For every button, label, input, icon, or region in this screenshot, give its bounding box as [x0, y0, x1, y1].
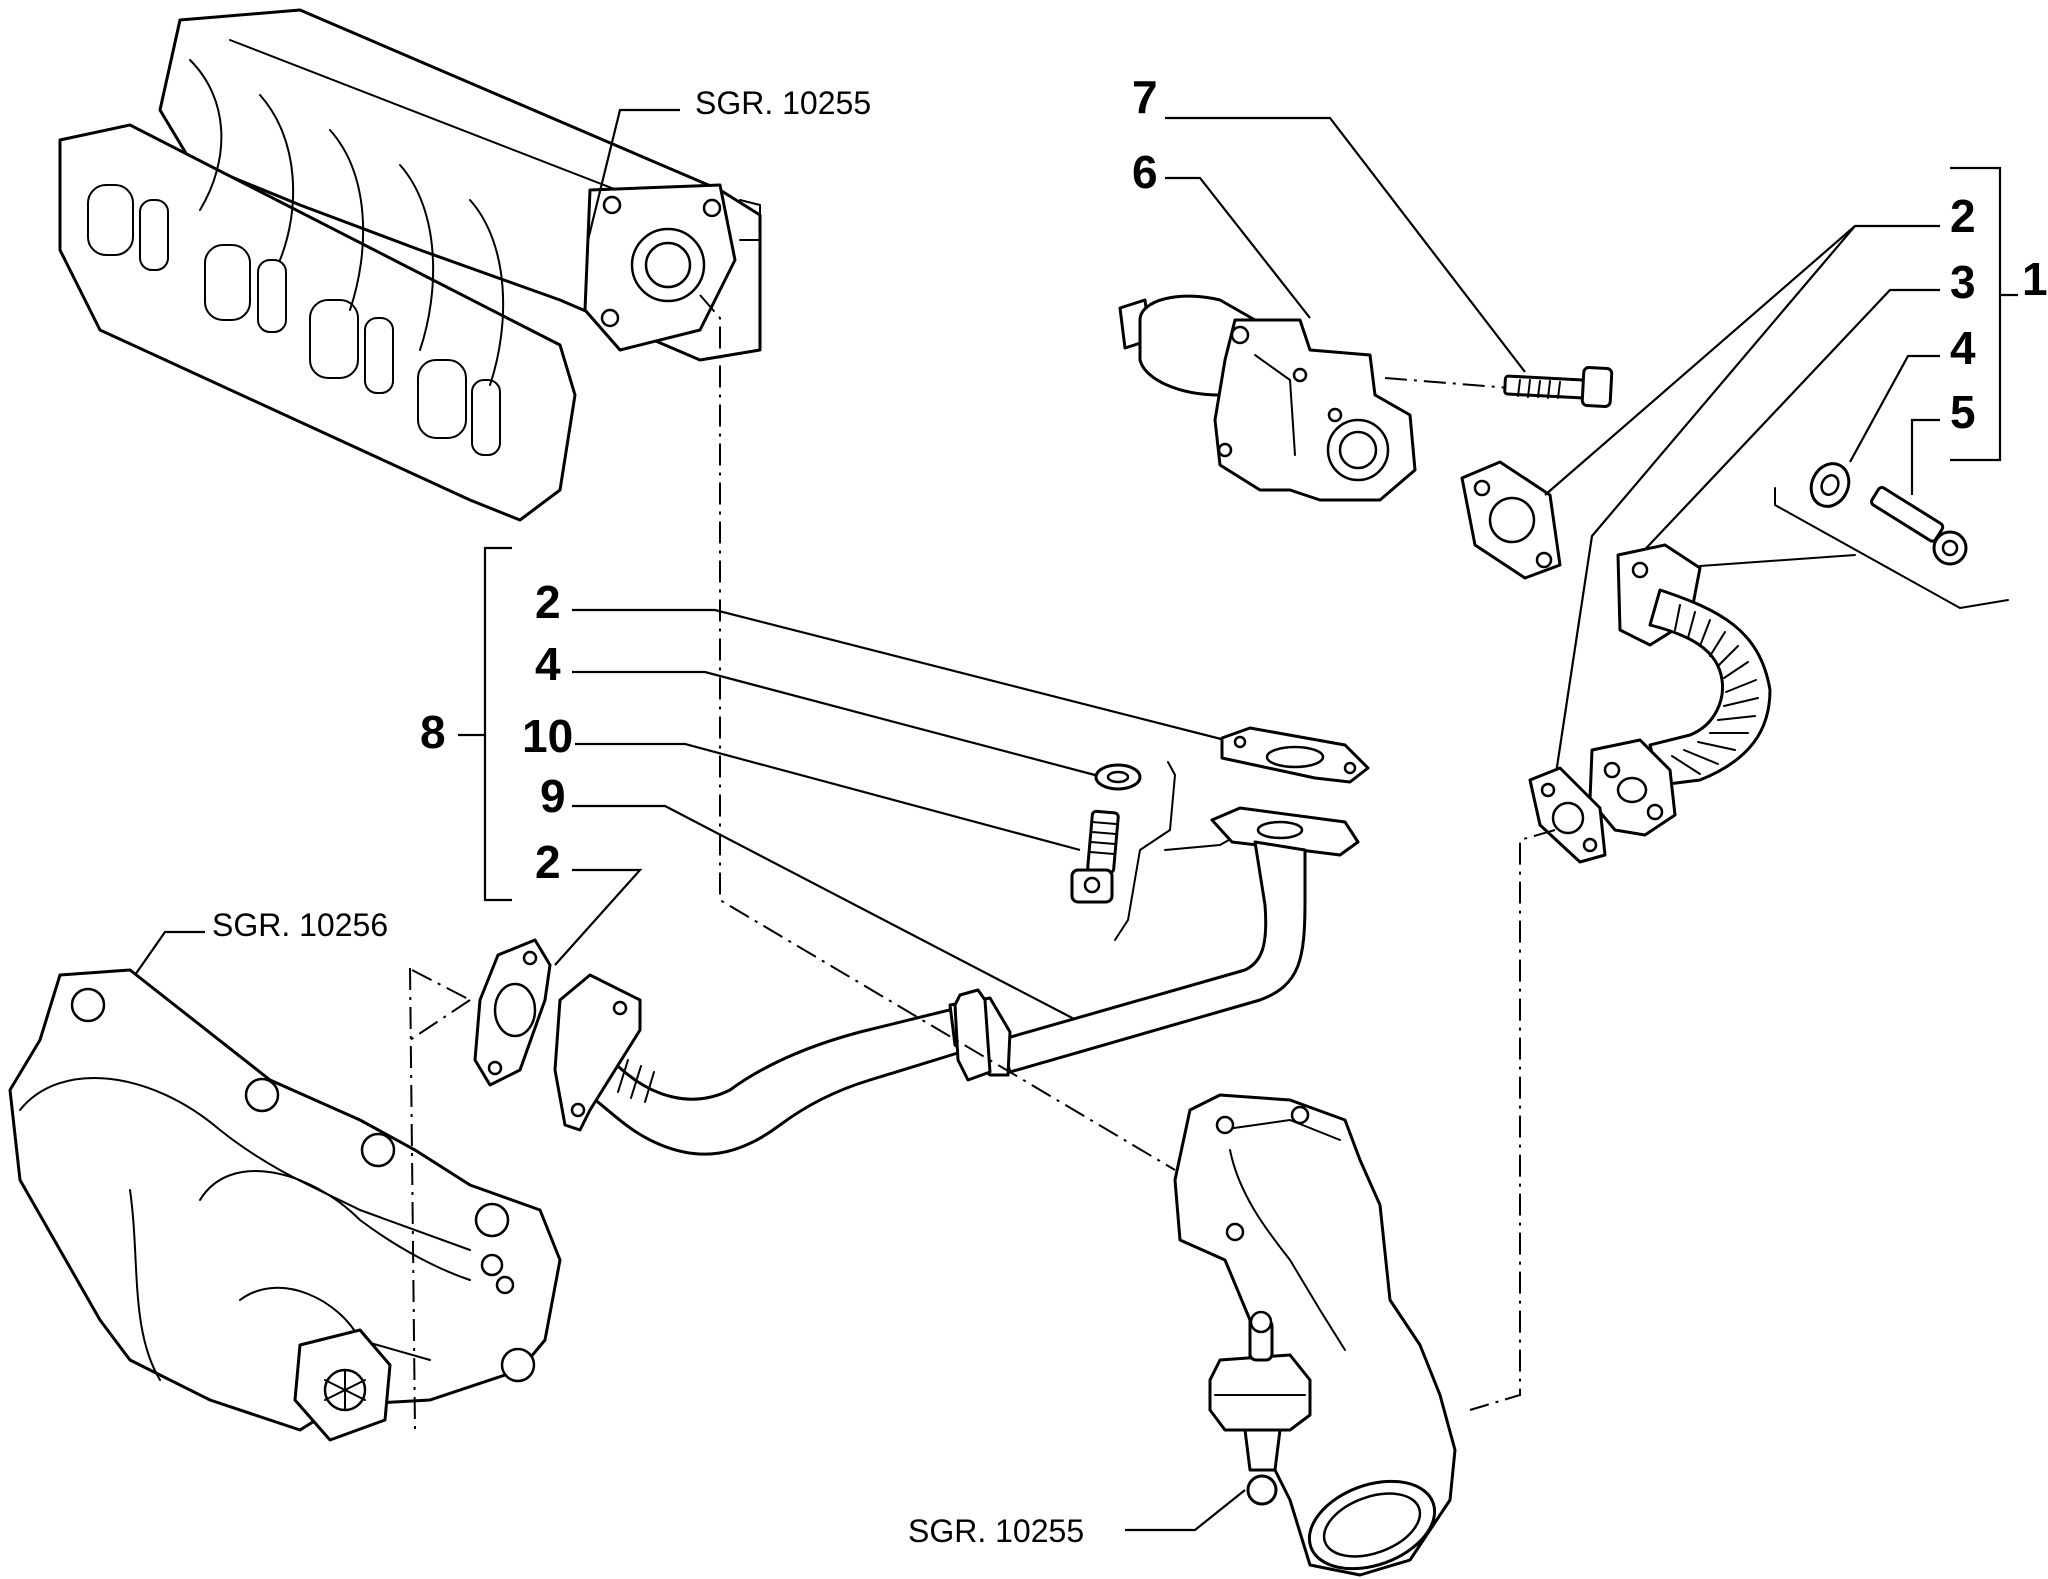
- axis-valve-bolt: [1384, 377, 1511, 389]
- leader-3: [1634, 288, 1940, 561]
- flexible-pipe-3-drawing: [1588, 543, 1772, 837]
- exhaust-manifold-drawing: [8, 968, 562, 1442]
- gasket-2-right-drawing: [1528, 766, 1607, 864]
- egr-pipe-9-drawing: [553, 806, 1360, 1156]
- axis-intake-to-body: [699, 294, 1176, 1171]
- connector-flange-bracket: [1114, 761, 1176, 941]
- leader-2-low: [554, 868, 643, 966]
- axis-gasket-left-2: [409, 999, 471, 1041]
- bolt-7-drawing: [1503, 366, 1614, 408]
- egr-valve-drawing: [1118, 294, 1417, 502]
- leader-2-top-a: [1544, 224, 1940, 496]
- callout-4-top: 4: [1950, 322, 1976, 374]
- callout-2-top: 2: [1950, 190, 1976, 242]
- intake-manifold-drawing: [58, 8, 762, 522]
- callout-2-mid: 2: [535, 576, 561, 628]
- callout-1: 1: [2022, 253, 2048, 305]
- leader-6: [1165, 176, 1311, 319]
- gasket-2-upper-drawing: [1460, 460, 1562, 580]
- callout-5: 5: [1950, 386, 1976, 438]
- callout-2-low: 2: [535, 836, 561, 888]
- ref-exhaust-manifold: SGR. 10256: [212, 907, 388, 943]
- callout-6: 6: [1132, 146, 1158, 198]
- gasket-2-lower-drawing: [473, 938, 552, 1087]
- leader-exhaust-ref: [134, 930, 205, 976]
- leader-intake-ref: [586, 108, 680, 241]
- leader-body-ref: [1125, 1489, 1246, 1532]
- leader-4-top: [1849, 354, 1940, 463]
- egr-pipe-body-drawing: [1173, 1093, 1457, 1577]
- washer-4-upper-drawing: [1809, 462, 1851, 508]
- bracket-group-1: [1950, 166, 2002, 462]
- callout-9: 9: [540, 770, 566, 822]
- leader-9: [572, 804, 1081, 1023]
- bolt-10-drawing: [1070, 809, 1120, 904]
- callout-7: 7: [1132, 71, 1158, 123]
- leader-2-top-b: [1553, 225, 1856, 781]
- callout-3: 3: [1950, 256, 1976, 308]
- bolt-5-drawing: [1870, 485, 1968, 566]
- gasket-2-mid-drawing: [1220, 726, 1370, 784]
- callout-8: 8: [420, 706, 446, 758]
- callout-4-mid: 4: [535, 638, 561, 690]
- leader-5: [1910, 418, 1940, 495]
- ref-intake-manifold: SGR. 10255: [695, 85, 871, 121]
- callout-10: 10: [522, 710, 573, 762]
- axis-right-pipe: [1469, 829, 1556, 1411]
- axis-gasket-left: [411, 969, 471, 1001]
- leader-2-mid: [572, 608, 1226, 742]
- leader-10: [575, 742, 1081, 852]
- connector-pipe-bolts: [1699, 554, 1856, 567]
- connector-bracket-bolts: [1774, 487, 2009, 609]
- bracket-group-8: [483, 546, 512, 902]
- washer-4-mid-drawing: [1094, 763, 1142, 791]
- ref-egr-pipe-body: SGR. 10255: [908, 1513, 1084, 1549]
- leader-4-mid: [572, 670, 1096, 777]
- leader-7: [1165, 116, 1526, 373]
